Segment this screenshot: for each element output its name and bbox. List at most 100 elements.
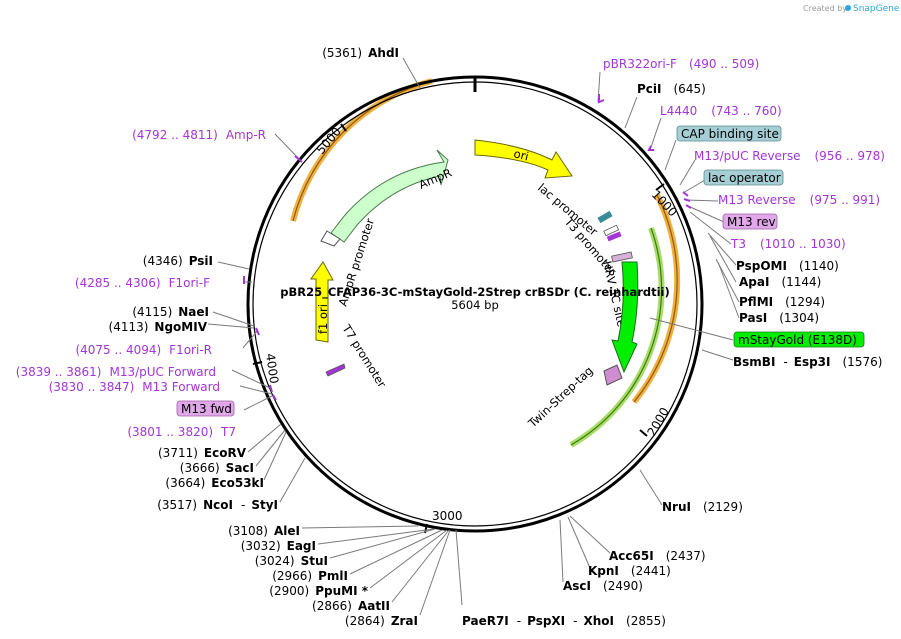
m13-rev-box[interactable]	[722, 213, 778, 230]
site-paer7i-name: PaeR7I	[462, 614, 509, 628]
primer-t3[interactable]: T3(1010 .. 1030)	[730, 237, 846, 251]
site-pasi[interactable]: PasI(1304)	[739, 311, 819, 325]
primer-t7-range: (3801 .. 3820)	[127, 425, 213, 439]
site-stui[interactable]: (3024) StuI	[255, 554, 328, 568]
cap-binding-site-box[interactable]	[676, 125, 782, 142]
site-acc65i[interactable]: Acc65I(2437)	[609, 549, 706, 563]
site-psii[interactable]: (4346) PsiI	[143, 254, 213, 268]
leader-t3	[689, 211, 732, 245]
leader-ecorv	[247, 423, 282, 453]
leader-f1ori-r	[242, 329, 259, 349]
primer-m13-forward-range: (3830 .. 3847)	[49, 380, 135, 394]
primer-t7[interactable]: (3801 .. 3820)T7	[127, 425, 236, 439]
site-ngomiv-pos: (4113)	[109, 320, 149, 334]
leader-aatii	[391, 529, 450, 603]
leader-psii	[217, 261, 250, 270]
site-aatii-name: AatII	[358, 599, 390, 613]
leader-eco53ki	[263, 431, 287, 481]
primer-m13puc-reverse[interactable]: M13/pUC Reverse(956 .. 978)	[694, 149, 885, 163]
primer-l4440[interactable]: L4440(743 .. 760)	[660, 104, 782, 118]
site-eagi-pos: (3032)	[241, 539, 281, 553]
site-asci[interactable]: AscI(2490)	[563, 579, 643, 593]
leader-lac-operator	[682, 179, 706, 194]
site-kpni[interactable]: KpnI (2441)	[588, 564, 671, 578]
leader-naei	[212, 311, 255, 327]
primer-l4440-name: L4440	[660, 104, 697, 118]
ampr-promoter-box	[320, 230, 341, 247]
site-ecorv[interactable]: (3711)EcoRV	[158, 446, 247, 460]
site-pmli[interactable]: (2966)PmlI	[272, 569, 348, 583]
site-bsmbi-name: BsmBI	[733, 355, 775, 369]
site-pflmi-name: PflMI	[739, 295, 773, 309]
leader-apai	[709, 235, 737, 283]
primer-pbr322ori[interactable]: pBR322ori-F(490 .. 509)	[603, 57, 759, 71]
primer-marker-m13-fwd-group	[269, 384, 277, 401]
site-paer7i-sep1: -	[517, 614, 521, 628]
site-ecorv-name: EcoRV	[204, 446, 247, 460]
site-kpni-pos: (2441)	[631, 564, 671, 578]
lac-operator-label: lac operator	[708, 171, 781, 185]
lac-operator-box[interactable]	[703, 169, 784, 186]
site-kpni-name: KpnI	[588, 564, 619, 578]
site-paer7i-sep2: -	[573, 614, 577, 628]
leader-paer7i	[455, 529, 463, 606]
site-alei[interactable]: (3108) AleI	[228, 524, 300, 538]
site-bsmbi[interactable]: BsmBI-Esp3I(1576)	[733, 355, 882, 369]
site-ngomiv[interactable]: (4113)NgoMIV	[109, 320, 208, 334]
primer-m13-forward[interactable]: (3830 .. 3847)M13 Forward	[49, 380, 220, 394]
site-nrui[interactable]: NruI(2129)	[662, 500, 743, 514]
site-saci[interactable]: (3666)SacI	[180, 461, 254, 475]
site-stui-name: StuI	[301, 554, 328, 568]
primer-f1ori-r-range: (4075 .. 4094)	[75, 343, 161, 357]
leader-stui	[329, 528, 436, 559]
leader-bsmbi	[701, 349, 734, 361]
site-saci-name: SacI	[226, 461, 254, 475]
plasmid-size: 5604 bp	[451, 298, 499, 312]
site-pcii[interactable]: PciI(645)	[637, 82, 706, 96]
site-bsmbi-pos: (1576)	[843, 355, 883, 369]
primer-amp-r[interactable]: (4792 .. 4811)Amp-R	[132, 128, 266, 142]
site-paer7i[interactable]: PaeR7I-PspXI-XhoI(2855)	[462, 614, 666, 628]
m13-fwd-box[interactable]	[176, 400, 235, 417]
site-alei-pos: (3108)	[228, 524, 268, 538]
primer-marker-pbr322ori	[598, 94, 605, 104]
site-psii-name: PsiI	[189, 254, 213, 268]
site-ncoi[interactable]: (3517)NcoI-StyI	[157, 498, 278, 512]
site-aatii[interactable]: (2866)AatII	[312, 599, 390, 613]
primer-m13puc-forward[interactable]: (3839 .. 3861)M13/pUC Forward	[16, 365, 216, 379]
primer-f1ori-r[interactable]: (4075 .. 4094) F1ori-R	[75, 343, 212, 357]
site-naei[interactable]: (4115)NaeI	[132, 305, 209, 319]
ampr-arrow	[330, 149, 449, 243]
site-bsmbi-name2: Esp3I	[794, 355, 831, 369]
primer-m13puc-forward-name: M13/pUC Forward	[109, 365, 216, 379]
leader-eagi	[317, 528, 435, 545]
primer-f1ori-f[interactable]: (4285 .. 4306)F1ori-F	[75, 276, 210, 290]
site-eagi[interactable]: (3032)EagI	[241, 539, 316, 553]
site-pflmi[interactable]: PflMI(1294)	[739, 295, 825, 309]
orf-arc-green-inner	[570, 227, 663, 446]
site-ahdi[interactable]: (5361)AhdI	[322, 46, 399, 60]
mstaygold-box[interactable]	[733, 331, 865, 348]
cap-binding-site-label: CAP binding site	[681, 127, 779, 141]
leader-acc65i	[569, 515, 611, 554]
site-asci-pos: (2490)	[603, 579, 643, 593]
site-eco53ki-name: Eco53kI	[211, 476, 264, 490]
t7-promoter-mark	[325, 363, 346, 377]
site-apai[interactable]: ApaI(1144)	[739, 275, 821, 289]
site-zrai[interactable]: (2864)ZraI	[345, 614, 418, 628]
primer-m13puc-reverse-range: (956 .. 978)	[815, 149, 885, 163]
site-psii-pos: (4346)	[143, 254, 183, 268]
site-eco53ki[interactable]: (3664)Eco53kI	[165, 476, 264, 490]
primer-f1ori-r-name: F1ori-R	[169, 343, 212, 357]
site-stui-pos: (3024)	[255, 554, 295, 568]
ori-label: ori	[512, 146, 530, 163]
site-naei-name: NaeI	[178, 305, 209, 319]
site-alei-name: AleI	[274, 524, 300, 538]
site-pasi-name: PasI	[739, 311, 767, 325]
site-ppumi[interactable]: (2900)PpuMI *	[269, 584, 368, 598]
site-pspomi[interactable]: PspOMI(1140)	[736, 259, 839, 273]
snapgene-logo-icon	[845, 5, 851, 11]
primer-m13-reverse[interactable]: M13 Reverse(975 .. 991)	[718, 193, 880, 207]
